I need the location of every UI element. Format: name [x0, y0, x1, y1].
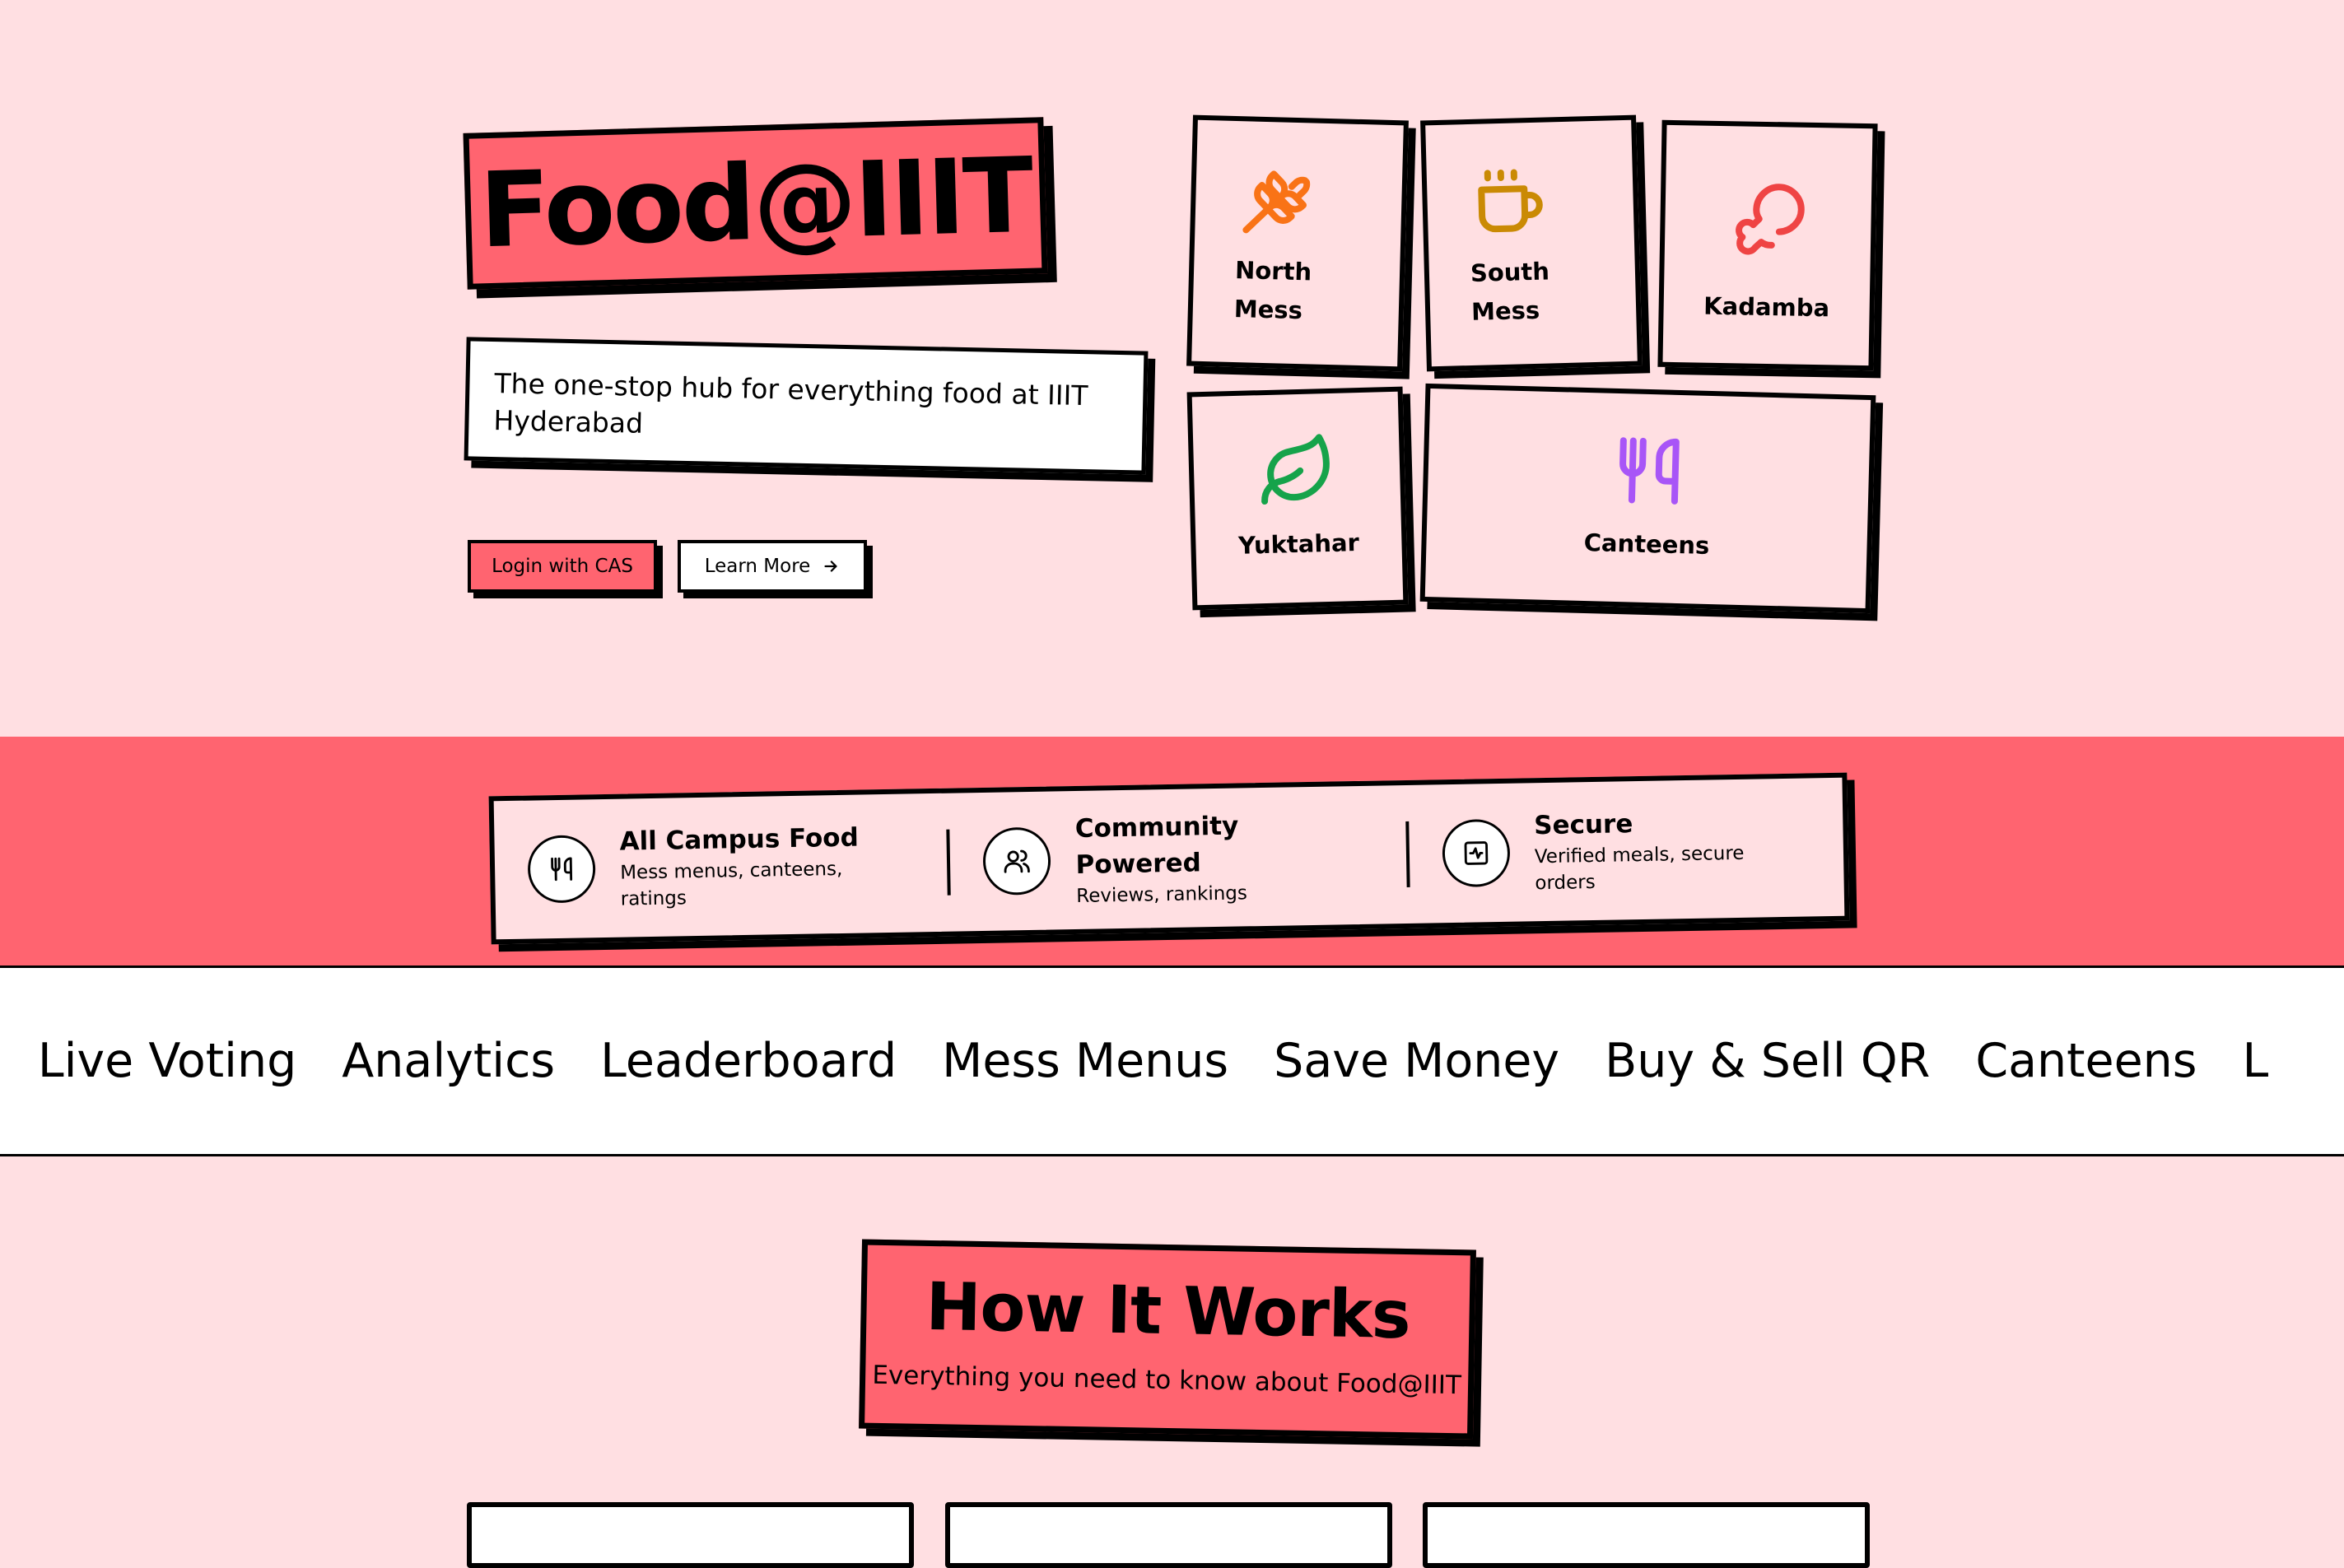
feature-subtitle: Reviews, rankings [1076, 882, 1248, 907]
features-marquee: ns Live Voting Analytics Leaderboard Mes… [0, 965, 2344, 1156]
tagline-box: The one-stop hub for everything food at … [464, 337, 1149, 475]
divider [1405, 821, 1410, 887]
login-button-label: Login with CAS [492, 556, 633, 577]
activity-icon [1464, 841, 1489, 865]
feature-title: Community Powered [1074, 811, 1239, 880]
tile-label: South Mess [1470, 257, 1550, 326]
logo-banner: Food@IIIT [463, 117, 1048, 290]
arrow-right-icon [824, 561, 837, 572]
feature-subtitle: Mess menus, canteens, ratings [619, 858, 843, 910]
tile-label: Yuktahar [1237, 528, 1360, 560]
section-subtitle: Everything you need to know about Food@I… [872, 1360, 1462, 1401]
section-title: How It Works [925, 1268, 1411, 1354]
feature-title: Secure [1533, 809, 1633, 841]
features-card: All Campus Food Mess menus, canteens, ra… [488, 772, 1850, 945]
marquee-item: Save Money [1274, 1034, 1560, 1088]
marquee-item: L [2242, 1034, 2269, 1088]
learn-more-button[interactable]: Learn More [678, 540, 867, 593]
marquee-item: Mess Menus [942, 1034, 1229, 1088]
users-icon [1004, 849, 1031, 873]
tile-label: North Mess [1233, 256, 1312, 325]
divider [946, 829, 952, 896]
utensils-icon [1619, 437, 1680, 505]
marquee-item: Analytics [342, 1034, 556, 1088]
how-it-works-banner: How It Works Everything you need to know… [859, 1239, 1476, 1440]
step-card [1423, 1502, 1870, 1568]
coffee-cup-icon [1478, 169, 1543, 233]
hero-section: Food@IIIT The one-stop hub for everythin… [0, 0, 2344, 737]
utensils-icon [551, 857, 573, 882]
marquee-item: Live Voting [37, 1034, 297, 1088]
tile-north-mess[interactable]: North Mess [1186, 114, 1409, 372]
feature-subtitle: Verified meals, secure orders [1534, 842, 1745, 895]
tile-south-mess[interactable]: South Mess [1420, 114, 1643, 372]
tile-label: Canteens [1583, 528, 1710, 560]
leaf-icon [1261, 434, 1330, 505]
step-card [945, 1502, 1392, 1568]
tile-label: Kadamba [1703, 291, 1830, 323]
marquee-item: Canteens [1975, 1034, 2197, 1088]
feature-title: All Campus Food [619, 822, 860, 857]
feature-community-powered: Community Powered Reviews, rankings [982, 806, 1373, 911]
logo-text: Food@IIIT [478, 134, 1033, 272]
wheat-icon [1242, 170, 1311, 234]
tile-canteens[interactable]: Canteens [1419, 383, 1876, 614]
feature-all-campus-food: All Campus Food Mess menus, canteens, ra… [527, 818, 915, 914]
drumstick-icon [1736, 184, 1805, 255]
login-with-cas-button[interactable]: Login with CAS [468, 540, 657, 593]
step-card [467, 1502, 914, 1568]
marquee-track: ns Live Voting Analytics Leaderboard Mes… [0, 968, 2268, 1154]
feature-secure: Secure Verified meals, secure orders [1442, 803, 1811, 898]
marquee-item: Buy & Sell QR [1605, 1034, 1931, 1088]
tile-kadamba[interactable]: Kadamba [1657, 119, 1878, 371]
learn-more-label: Learn More [704, 556, 811, 577]
tile-yuktahar[interactable]: Yuktahar [1186, 386, 1409, 611]
marquee-item: Leaderboard [600, 1034, 897, 1088]
